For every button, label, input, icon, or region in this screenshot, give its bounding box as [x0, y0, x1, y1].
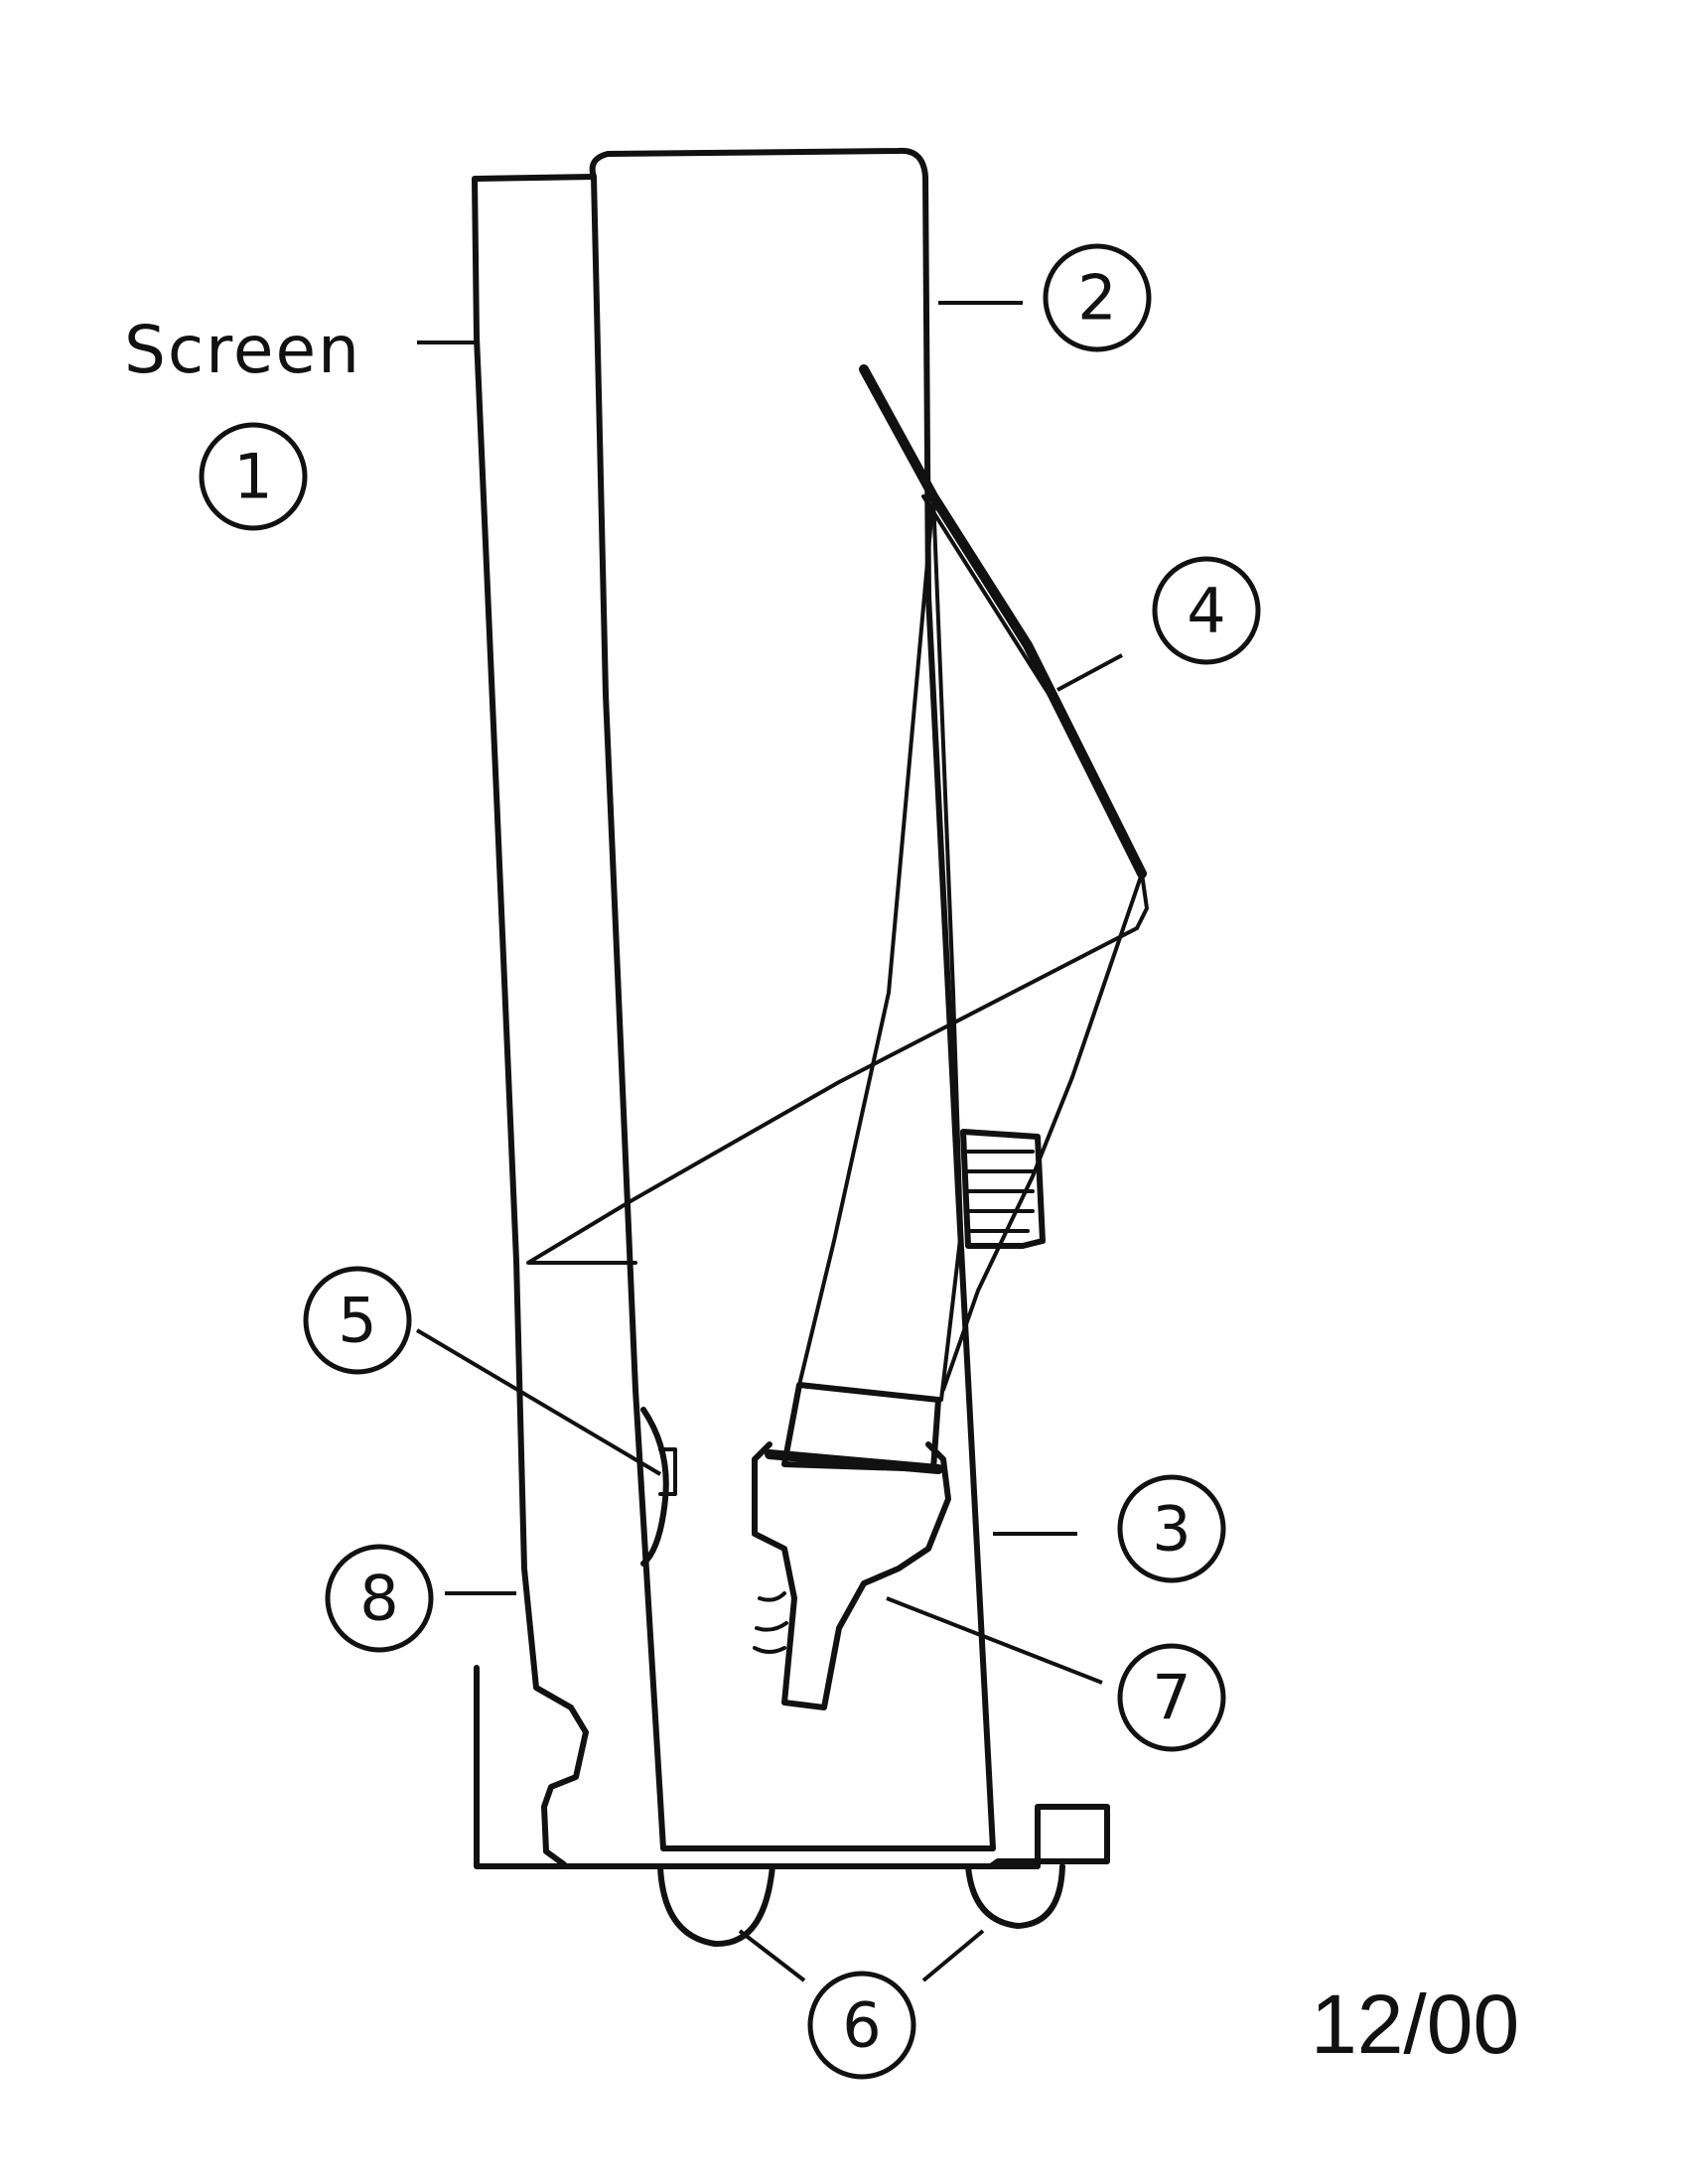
date-label: 12/00	[1311, 1978, 1519, 2071]
svg-text:5: 5	[338, 1285, 376, 1357]
callout-5: 5	[303, 1266, 412, 1375]
leader-7	[886, 1596, 1103, 1685]
seat-back	[589, 147, 996, 1851]
leader-6-left	[738, 1929, 806, 1982]
svg-text:3: 3	[1152, 1493, 1191, 1566]
svg-text:2: 2	[1077, 262, 1116, 335]
svg-text:7: 7	[1152, 1662, 1191, 1734]
lap-belt	[526, 926, 1139, 1265]
leader-6-right	[921, 1929, 985, 1982]
callout-7: 7	[1117, 1643, 1226, 1752]
callout-4: 4	[1152, 556, 1261, 665]
svg-text:8: 8	[359, 1563, 398, 1635]
leader-4	[1056, 653, 1123, 692]
callout-6: 6	[807, 1971, 916, 2080]
retractor-lines	[966, 1150, 1035, 1233]
callout-8: 8	[325, 1544, 434, 1653]
callout-1: 1	[199, 422, 308, 531]
callout-2: 2	[1043, 243, 1152, 352]
callout-3: 3	[1117, 1474, 1226, 1583]
wheel-right	[965, 1863, 1065, 1929]
screen-label: Screen	[124, 312, 361, 388]
screen-panel	[474, 1665, 1110, 1869]
svg-text:6: 6	[842, 1989, 881, 2062]
screen-panel-outline	[472, 174, 597, 1867]
svg-text:4: 4	[1187, 575, 1225, 647]
wheel-left	[657, 1863, 775, 1948]
lap-belt-lower	[941, 872, 1144, 1392]
strap-diagonal-left	[797, 494, 935, 1387]
buckle-latch-bar	[765, 1449, 943, 1474]
anchor-bracket	[640, 1407, 669, 1567]
strap-diagonal-right	[931, 494, 963, 1402]
svg-text:1: 1	[233, 441, 272, 513]
retractor-block	[960, 1129, 1046, 1249]
leader-5	[415, 1328, 662, 1476]
buckle-body	[752, 1441, 951, 1710]
buckle-release	[753, 1591, 788, 1654]
anchor-plate	[658, 1447, 677, 1496]
shoulder-belt-edge	[921, 494, 1149, 930]
